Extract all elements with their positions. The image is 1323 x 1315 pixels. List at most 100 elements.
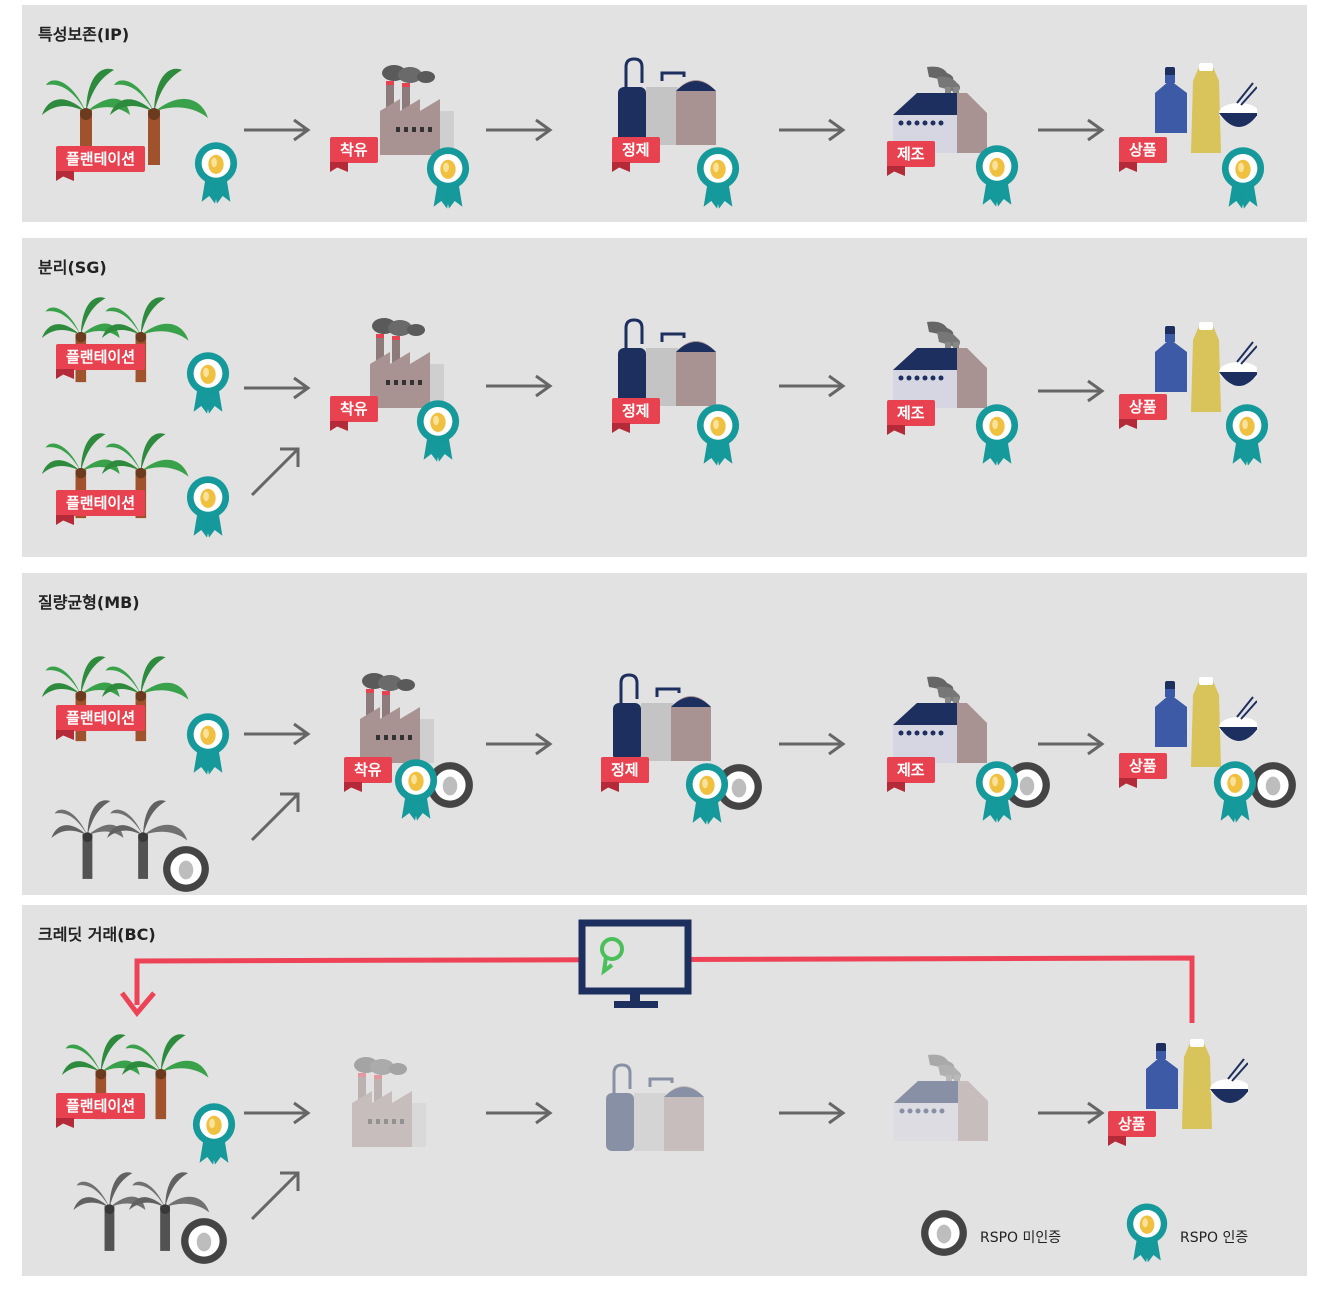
panel-bc: 크레딧 거래(BC) 플랜테이션 상품 RSPO 미인증 RSPO 인증	[22, 905, 1307, 1276]
mill-factory-icon	[352, 673, 442, 763]
plantation-label: 플랜테이션	[56, 490, 146, 516]
mill-node: 착유	[330, 318, 502, 468]
arrow-icon	[486, 732, 553, 756]
refinery-label: 정제	[601, 757, 649, 783]
arrow-icon	[486, 118, 553, 142]
arrow-icon	[1038, 1101, 1105, 1125]
uncertified-plantation-node	[68, 1165, 218, 1315]
plantation-label: 플랜테이션	[56, 1093, 146, 1119]
arrow-icon	[250, 1171, 300, 1221]
certified-badge-icon	[184, 474, 232, 538]
plantation-node: 플랜테이션	[42, 647, 192, 797]
mill-factory-icon	[372, 65, 462, 155]
mill-node: 착유	[344, 673, 502, 823]
refinery-node: 정제	[612, 318, 762, 468]
mill-node: 착유	[330, 65, 502, 215]
product-node: 상품	[1119, 677, 1277, 827]
arrow-icon	[779, 732, 846, 756]
arrow-icon	[779, 1101, 846, 1125]
uncertified-badge-icon	[178, 1215, 230, 1267]
manufacturing-factory-icon	[888, 1051, 998, 1141]
arrow-icon	[244, 376, 311, 400]
manufacturing-node: 제조	[887, 318, 1037, 468]
plantation-node: 플랜테이션	[42, 60, 192, 210]
certified-badge-icon	[1211, 759, 1259, 823]
refinery-icon	[612, 57, 722, 147]
certified-badge-icon	[694, 402, 742, 466]
product-label: 상품	[1119, 394, 1167, 420]
refinery-label: 정제	[612, 137, 660, 163]
manufacturing-label: 제조	[887, 400, 935, 426]
plantation-label: 플랜테이션	[56, 146, 146, 172]
panel-ip: 특성보존(IP) 플랜테이션 착유 정제 제조 상품	[22, 5, 1307, 222]
certified-badge-icon	[184, 711, 232, 775]
certified-badge-icon	[694, 145, 742, 209]
panel-mb: 질량균형(MB) 플랜테이션 착유 정제 제조 상품	[22, 573, 1307, 895]
manufacturing-label: 제조	[887, 141, 935, 167]
product-label: 상품	[1119, 137, 1167, 163]
plantation-node-a: 플랜테이션	[42, 288, 192, 438]
monitor-icon	[578, 919, 692, 1008]
refinery-label: 정제	[612, 398, 660, 424]
refinery-node: 정제	[612, 57, 762, 207]
arrow-icon	[1038, 732, 1105, 756]
panel-title: 크레딧 거래(BC)	[38, 925, 156, 944]
certified-badge-icon	[683, 761, 731, 825]
plantation-node: 플랜테이션	[56, 1025, 212, 1175]
panel-title: 분리(SG)	[38, 258, 107, 277]
certified-badge-icon	[414, 398, 462, 462]
manufacturing-node: 제조	[887, 63, 1037, 213]
mill-label: 착유	[344, 757, 392, 783]
uncertified-badge-icon	[160, 843, 212, 895]
uncertified-badge-icon	[918, 1207, 970, 1259]
plantation-node-b: 플랜테이션	[42, 424, 192, 574]
refinery-icon	[600, 1063, 710, 1153]
arrow-icon	[486, 1101, 553, 1125]
manufacturing-label: 제조	[887, 757, 935, 783]
mill-factory-icon	[344, 1057, 434, 1147]
certified-badge-icon	[973, 759, 1021, 823]
arrow-icon	[244, 722, 311, 746]
product-node: 상품	[1119, 63, 1277, 213]
certified-badge-icon	[192, 140, 240, 204]
legend-certified: RSPO 인증	[1180, 1230, 1249, 1246]
arrow-icon	[779, 374, 846, 398]
mill-label: 착유	[330, 396, 378, 422]
manufacturing-factory-icon	[887, 318, 997, 408]
arrow-icon	[779, 118, 846, 142]
refinery-icon	[607, 673, 717, 763]
panel-title: 특성보존(IP)	[38, 25, 130, 44]
certified-badge-icon	[184, 350, 232, 414]
refinery-icon	[612, 318, 722, 408]
mill-factory-icon	[362, 318, 452, 408]
panel-title: 질량균형(MB)	[38, 593, 140, 612]
arrow-icon	[250, 447, 300, 497]
manufacturing-factory-icon	[887, 63, 997, 153]
plantation-label: 플랜테이션	[56, 344, 146, 370]
product-node: 상품	[1108, 1039, 1268, 1189]
arrow-icon	[1038, 118, 1105, 142]
product-label: 상품	[1108, 1111, 1156, 1137]
certified-badge-icon	[973, 402, 1021, 466]
arrow-icon	[244, 1101, 311, 1125]
panel-sg: 분리(SG) 플랜테이션 플랜테이션 착유 정제 제조 상품	[22, 238, 1307, 557]
certified-badge-icon	[190, 1101, 238, 1165]
arrow-icon	[1038, 379, 1105, 403]
certified-badge-icon	[392, 757, 440, 821]
product-label: 상품	[1119, 753, 1167, 779]
arrow-icon	[250, 792, 300, 842]
manufacturing-node: 제조	[887, 673, 1037, 823]
product-node: 상품	[1119, 322, 1277, 472]
refinery-node: 정제	[601, 673, 757, 825]
plantation-label: 플랜테이션	[56, 705, 146, 731]
certified-badge-icon	[1223, 402, 1271, 466]
arrow-icon	[486, 374, 553, 398]
legend-uncertified: RSPO 미인증	[980, 1230, 1062, 1246]
manufacturing-factory-icon	[887, 673, 997, 763]
arrow-icon	[244, 118, 311, 142]
certified-badge-icon	[973, 143, 1021, 207]
certified-badge-icon	[424, 145, 472, 209]
mill-label: 착유	[330, 137, 378, 163]
certified-badge-icon	[1219, 145, 1267, 209]
certified-badge-icon	[1124, 1201, 1170, 1263]
